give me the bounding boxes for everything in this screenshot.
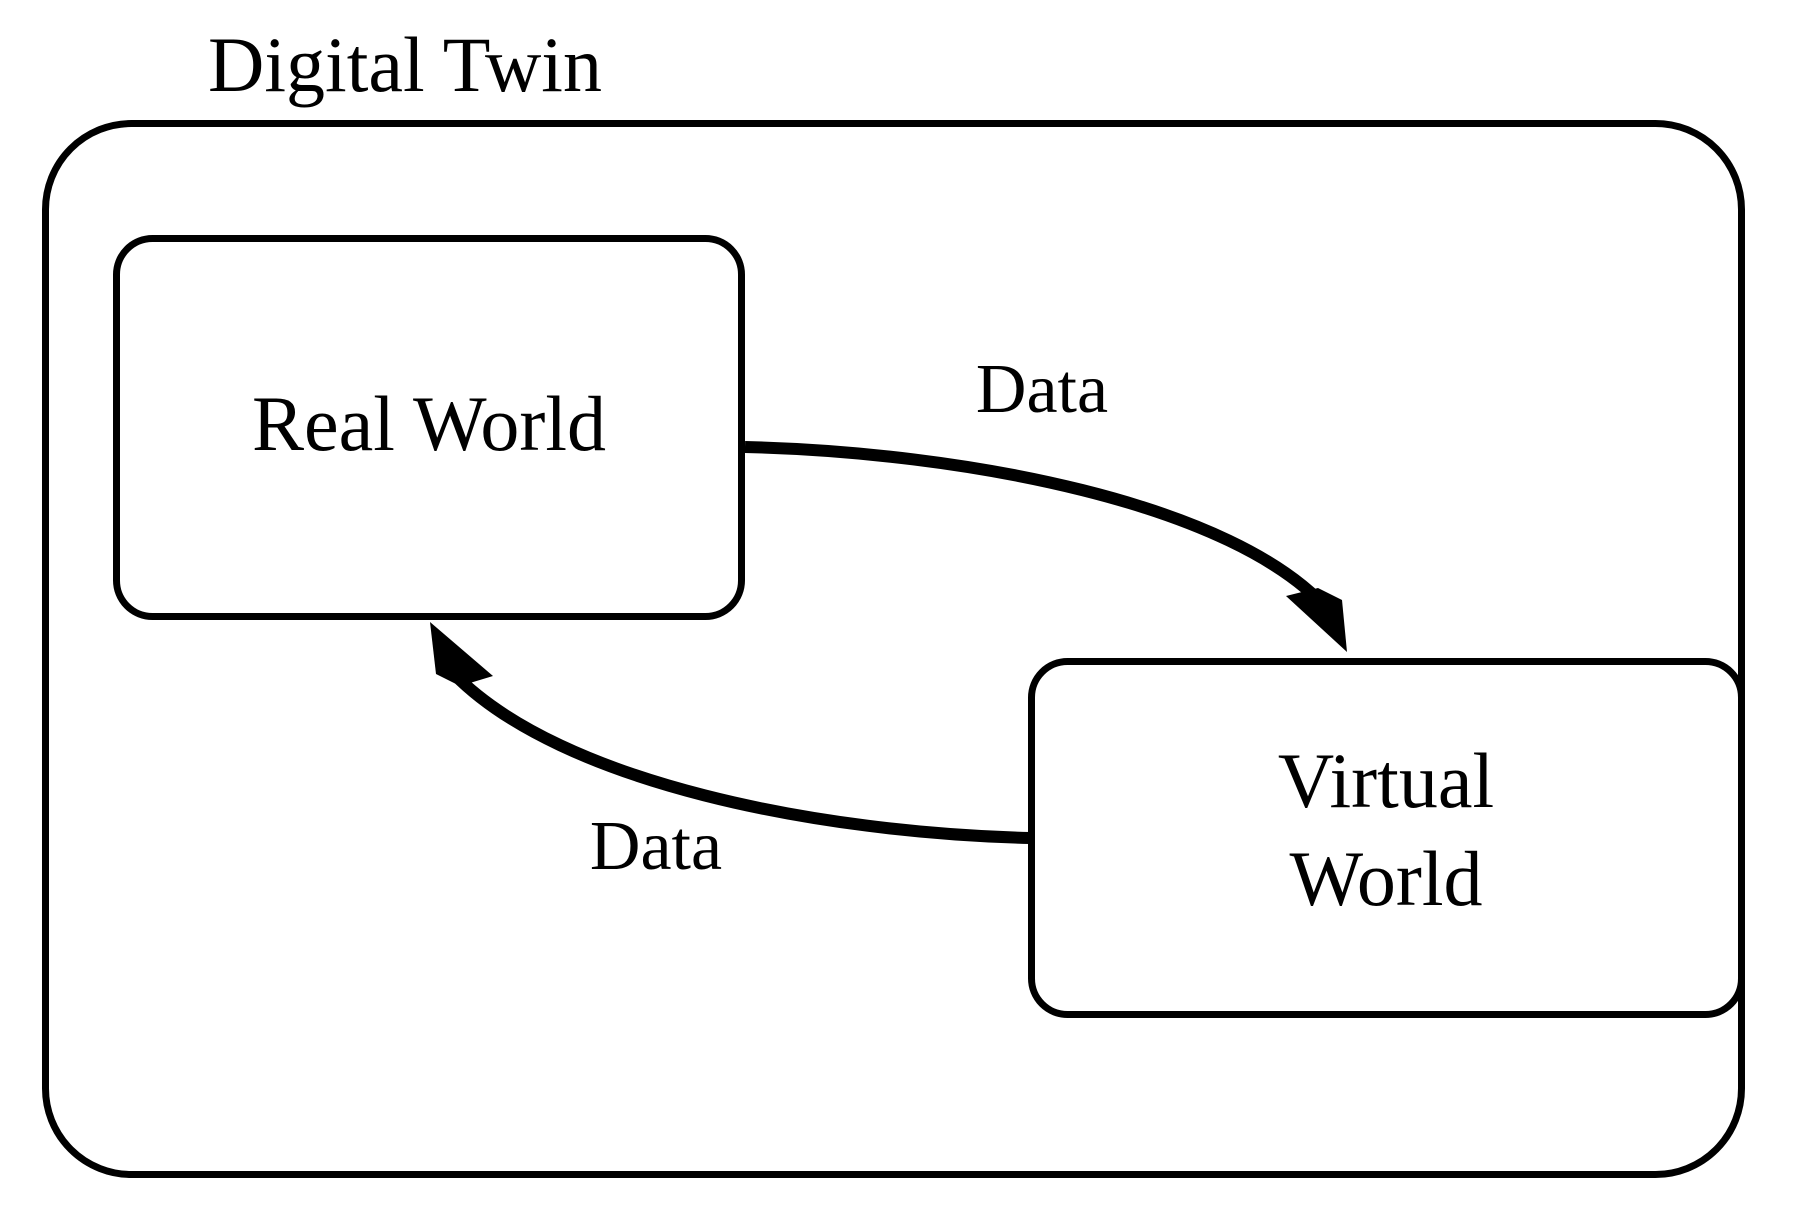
edge-label-data-forward: Data: [976, 351, 1108, 428]
edge-virtual-to-real-line: [449, 669, 1031, 844]
node-virtual-world-label-line2: World: [1289, 835, 1482, 922]
container-title: Digital Twin: [208, 21, 602, 108]
node-virtual-world-label-line1: Virtual: [1278, 737, 1494, 824]
node-real-world-label: Real World: [252, 380, 606, 467]
edge-label-data-backward: Data: [590, 808, 722, 885]
edge-real-to-virtual-arrowhead: [1286, 588, 1347, 652]
node-virtual-world-box[interactable]: [1028, 658, 1745, 1018]
edge-real-to-virtual-line: [744, 441, 1335, 616]
edge-virtual-to-real-arrowhead: [430, 622, 493, 686]
node-real-world-box[interactable]: [113, 235, 745, 620]
